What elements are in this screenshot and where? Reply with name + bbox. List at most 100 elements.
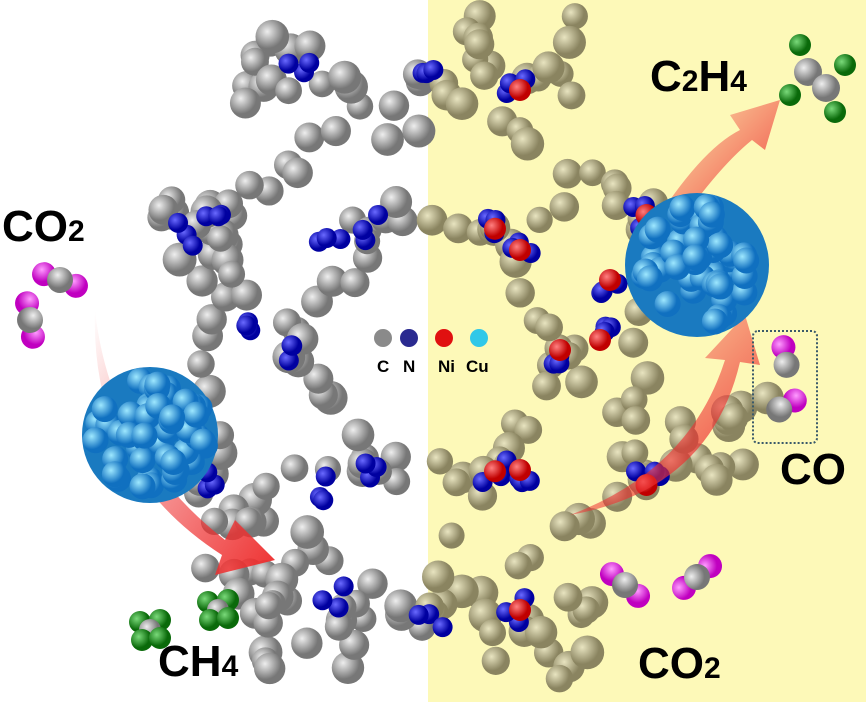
- carbon-sphere: [445, 87, 479, 121]
- copper-sphere: [682, 244, 709, 271]
- carbon-sphere: [812, 74, 840, 102]
- nitrogen-sphere: [355, 453, 376, 474]
- carbon-sphere: [620, 386, 648, 413]
- hydrogen-sphere: [824, 101, 846, 123]
- legend-sphere-ni: [435, 329, 453, 347]
- co-label: CO: [780, 445, 846, 494]
- copper-sphere: [669, 194, 696, 221]
- carbon-sphere: [570, 635, 605, 670]
- arrow-co2-to-co: [570, 315, 760, 515]
- nitrogen-sphere: [281, 335, 302, 356]
- nickel-sphere: [509, 599, 531, 621]
- carbon-sphere: [549, 192, 580, 222]
- carbon-sphere: [328, 60, 362, 94]
- nitrogen-sphere: [278, 53, 299, 74]
- carbon-sphere: [380, 186, 413, 219]
- carbon-sphere: [621, 406, 651, 435]
- carbon-sphere: [378, 90, 410, 121]
- carbon-sphere: [47, 267, 73, 293]
- co-molecule-box: [752, 330, 818, 444]
- carbon-sphere: [470, 61, 499, 90]
- carbon-sphere: [294, 122, 325, 153]
- co2-molecule: [32, 262, 88, 298]
- nitrogen-sphere: [313, 490, 334, 511]
- nickel-sphere: [509, 239, 531, 261]
- carbon-sphere: [340, 268, 370, 298]
- nitrogen-sphere: [315, 466, 336, 487]
- nitrogen-sphere: [432, 617, 453, 638]
- carbon-sphere: [532, 371, 561, 401]
- carbon-sphere: [229, 87, 261, 119]
- legend-sphere-c: [374, 329, 392, 347]
- carbon-sphere: [726, 448, 759, 481]
- hydrogen-sphere: [131, 629, 153, 651]
- carbon-sphere: [231, 279, 263, 311]
- carbon-sphere: [504, 551, 533, 580]
- nitrogen-sphere: [208, 206, 229, 227]
- nitrogen-sphere: [352, 219, 373, 240]
- carbon-sphere: [191, 553, 220, 583]
- carbon-sphere: [773, 351, 800, 378]
- carbon-sphere: [291, 627, 323, 659]
- carbon-sphere: [561, 3, 588, 30]
- carbon-sphere: [505, 278, 535, 308]
- c2h4-label: C2H4: [650, 52, 747, 101]
- legend-label-cu: Cu: [466, 357, 489, 376]
- carbon-sphere: [371, 123, 404, 156]
- carbon-sphere: [549, 511, 580, 542]
- carbon-sphere: [207, 225, 234, 252]
- carbon-sphere: [421, 560, 455, 593]
- copper-sphere: [160, 448, 187, 475]
- copper-sphere: [733, 247, 760, 274]
- carbon-sphere: [618, 327, 649, 358]
- legend-sphere-n: [400, 329, 418, 347]
- hydrogen-sphere: [779, 84, 801, 106]
- nitrogen-sphere: [236, 315, 257, 336]
- carbon-sphere: [535, 313, 563, 342]
- framework-spheres: [147, 0, 784, 693]
- carbon-sphere: [187, 350, 215, 378]
- carbon-sphere: [532, 51, 565, 84]
- copper-sphere: [644, 216, 671, 243]
- hydrogen-sphere: [199, 609, 221, 631]
- carbon-sphere: [196, 304, 227, 335]
- copper-sphere: [159, 404, 186, 431]
- copper-cluster-left: [82, 367, 218, 503]
- carbon-sphere: [565, 365, 598, 399]
- carbon-sphere: [630, 361, 665, 395]
- overlay-elements: [15, 34, 856, 651]
- nitrogen-sphere: [408, 604, 429, 625]
- nitrogen-sphere: [423, 59, 444, 80]
- carbon-sphere: [557, 81, 586, 110]
- copper-sphere: [82, 427, 109, 454]
- nitrogen-sphere: [368, 204, 389, 225]
- hydrogen-sphere: [149, 627, 171, 649]
- carbon-sphere: [235, 170, 264, 200]
- nitrogen-sphere: [316, 228, 337, 249]
- ch4-molecule: [129, 609, 171, 651]
- carbon-sphere: [218, 260, 246, 288]
- carbon-sphere: [524, 616, 558, 649]
- nickel-sphere: [549, 339, 571, 361]
- hydrogen-sphere: [834, 54, 856, 76]
- carbon-sphere: [510, 127, 545, 161]
- carbon-sphere: [426, 448, 454, 475]
- copper-sphere: [190, 428, 217, 455]
- carbon-sphere: [545, 664, 574, 693]
- copper-sphere: [131, 422, 158, 449]
- copper-sphere: [707, 273, 734, 300]
- copper-cluster-right: [625, 193, 769, 337]
- carbon-sphere: [794, 58, 822, 86]
- carbon-sphere: [438, 522, 465, 549]
- carbon-sphere: [526, 206, 553, 234]
- carbon-sphere: [514, 416, 543, 444]
- ch4-molecule: [197, 589, 239, 631]
- nickel-sphere: [599, 269, 621, 291]
- carbon-sphere: [17, 307, 43, 333]
- carbon-sphere: [320, 116, 351, 147]
- nickel-sphere: [589, 329, 611, 351]
- copper-sphere: [701, 308, 728, 335]
- co2-molecule: [671, 554, 723, 600]
- carbon-sphere: [553, 582, 583, 612]
